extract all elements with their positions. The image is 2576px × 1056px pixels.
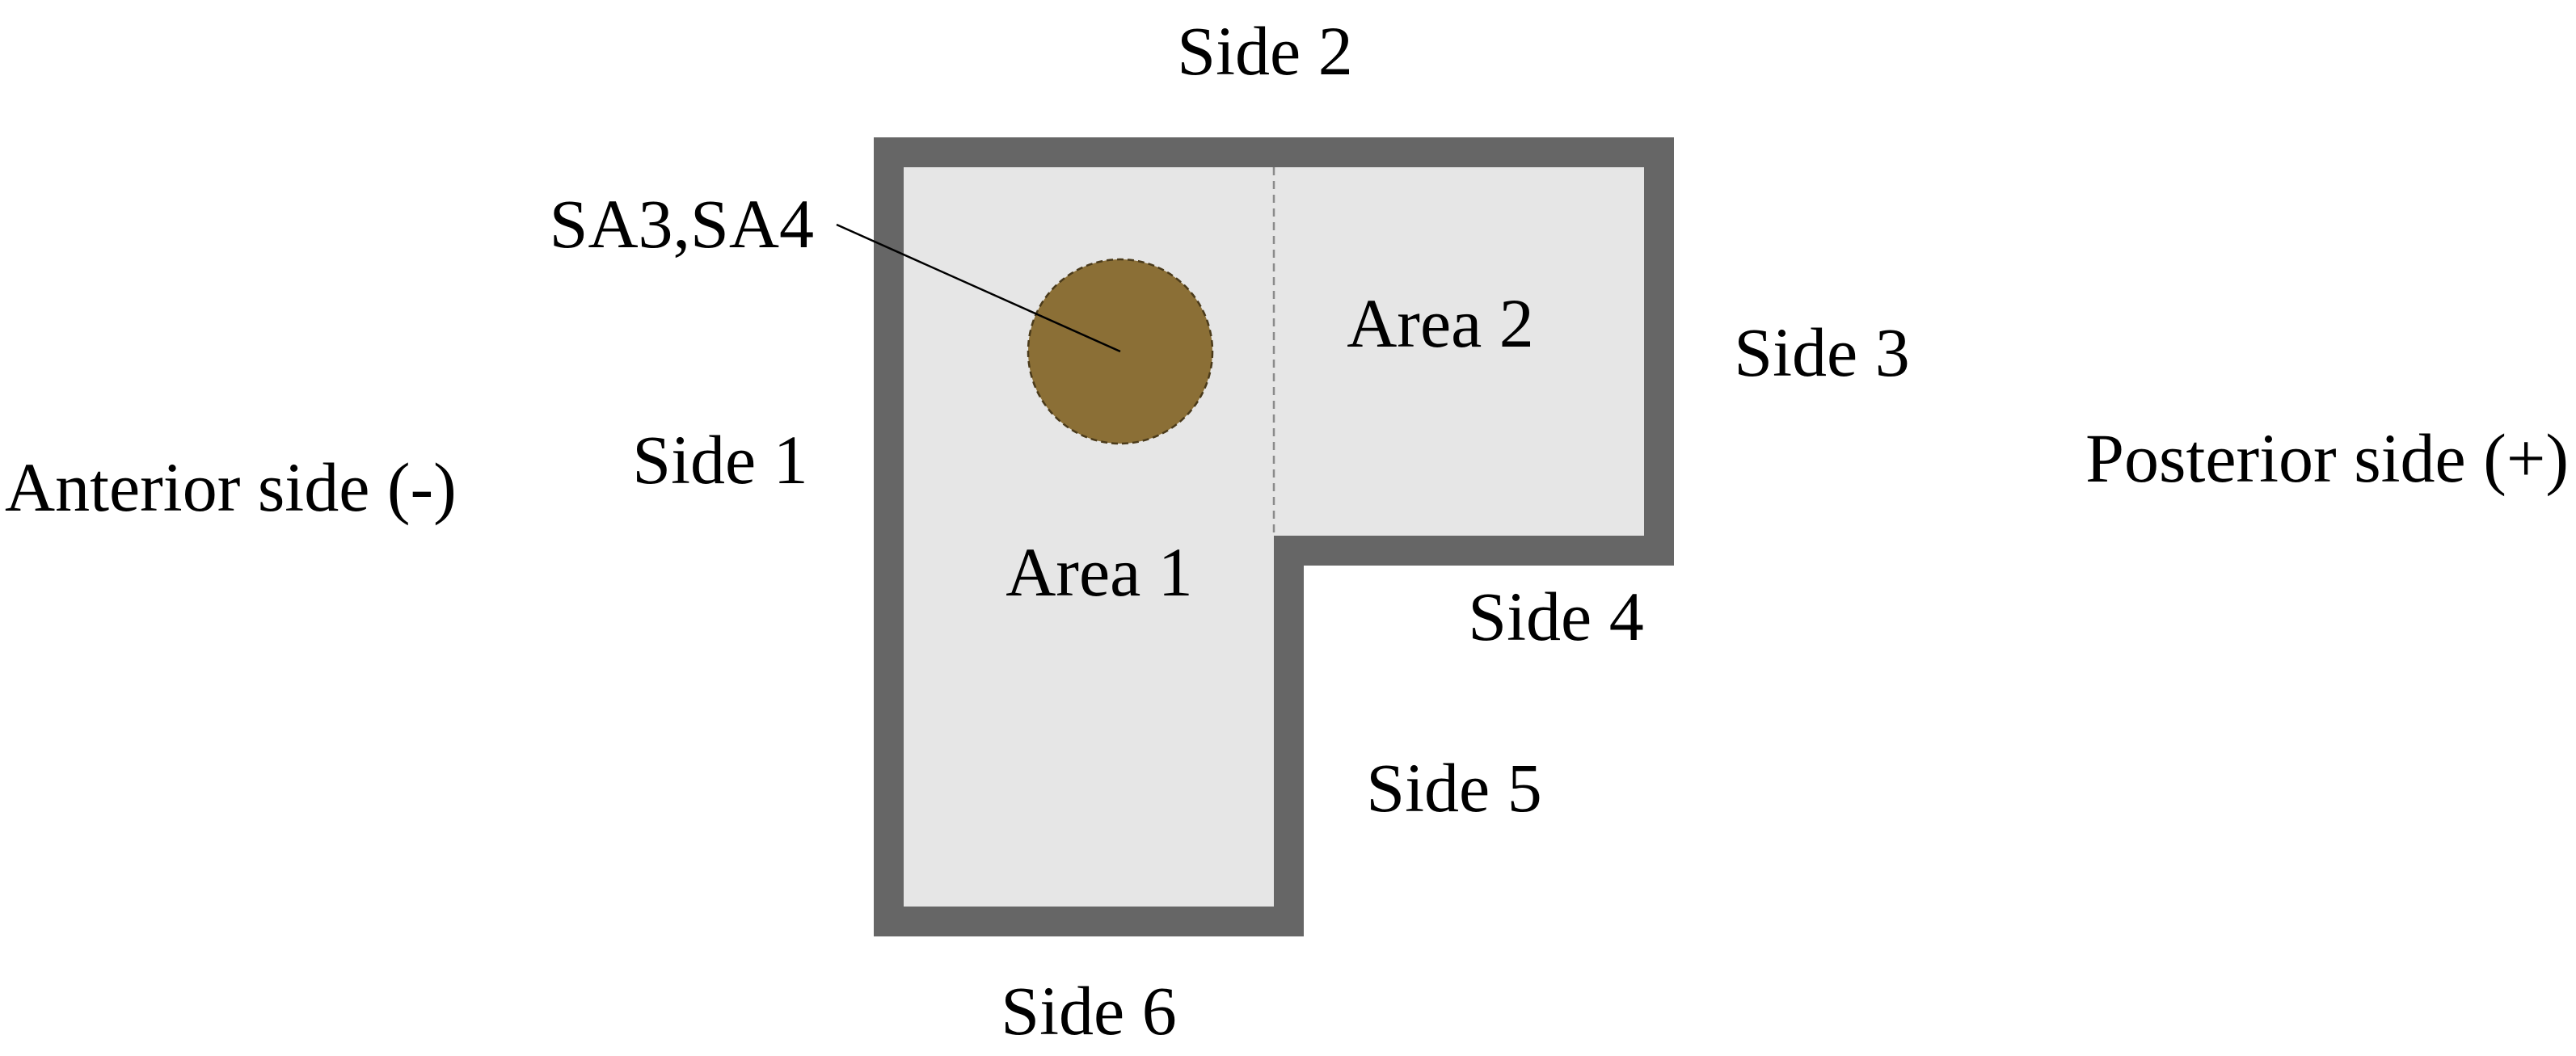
anterior-side-label: Anterior side (-): [5, 448, 457, 526]
sample-label: SA3,SA4: [550, 185, 814, 263]
sample-leader-line: [836, 223, 1121, 353]
posterior-side-label: Posterior side (+): [2085, 419, 2569, 497]
side-6-label: Side 6: [1001, 972, 1176, 1050]
area-2-label: Area 2: [1347, 284, 1534, 362]
side-5-label: Side 5: [1366, 749, 1541, 827]
side-3-label: Side 3: [1734, 313, 1909, 391]
side-2-label: Side 2: [1177, 12, 1352, 90]
side-1-label: Side 1: [632, 421, 807, 499]
side-4-label: Side 4: [1468, 578, 1643, 655]
area-1-label: Area 1: [1006, 533, 1193, 611]
